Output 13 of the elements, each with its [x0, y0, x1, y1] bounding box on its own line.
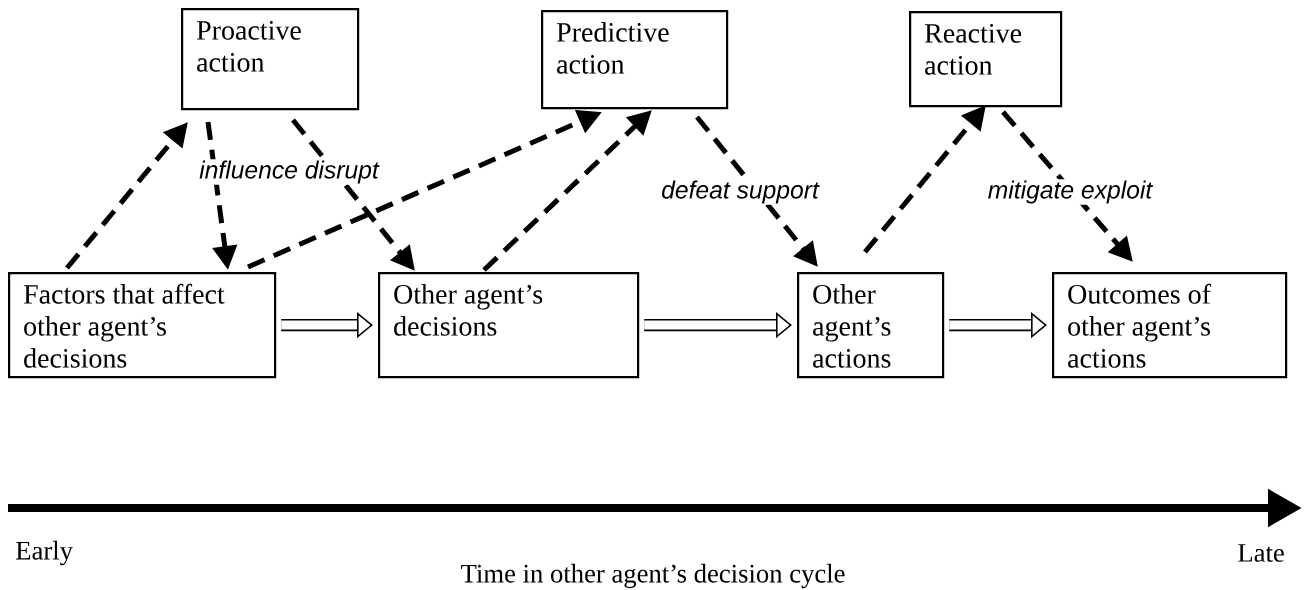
stage-box: Other agent’s decisions — [378, 272, 640, 379]
italic-note: defeat support — [659, 179, 821, 205]
italic-note: mitigate exploit — [986, 179, 1154, 205]
stage-box: Factors that affect other agent’s decisions — [8, 272, 277, 379]
italic-note: influence disrupt — [197, 159, 381, 185]
action-box: Predictive action — [541, 10, 729, 110]
stage-box: Other agent’s actions — [797, 272, 945, 379]
caption: Time in other agent’s decision cycle — [461, 563, 845, 589]
axis-label: Late — [1238, 544, 1284, 562]
stage-box: Outcomes of other agent’s actions — [1052, 272, 1288, 379]
axis-label: Early — [16, 540, 73, 566]
action-box: Proactive action — [181, 8, 360, 111]
action-box: Reactive action — [909, 11, 1063, 108]
